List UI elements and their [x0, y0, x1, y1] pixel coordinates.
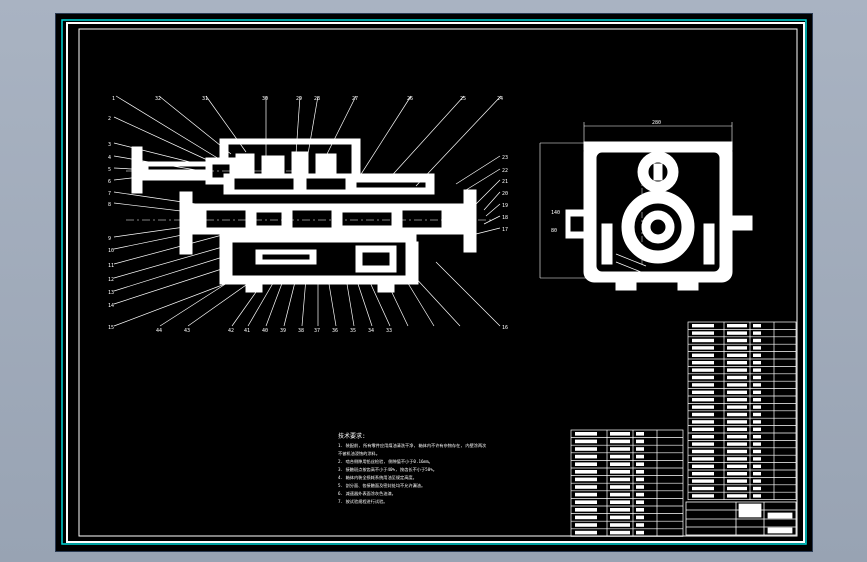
- svg-text:140: 140: [551, 210, 560, 216]
- svg-text:20: 20: [502, 191, 508, 197]
- svg-text:9: 9: [108, 236, 111, 242]
- leader-labels-right: 23 22 21 20 19 18 17 16: [502, 155, 508, 331]
- svg-text:21: 21: [502, 179, 508, 185]
- svg-text:1: 1: [112, 96, 115, 102]
- tech-req-line: 5. 剖分面、各接触面及密封处均不允许漏油。: [338, 482, 425, 489]
- leader-lines-bottom: [159, 273, 461, 327]
- cad-drawing: 1 32 31 30 29 28 27 26 25 24: [61, 19, 807, 545]
- svg-text:16: 16: [502, 325, 508, 331]
- svg-text:29: 29: [296, 96, 302, 102]
- tech-req-line: 7. 按试验规程进行试验。: [338, 498, 387, 505]
- svg-text:11: 11: [108, 263, 114, 269]
- parts-list-table: [570, 321, 797, 537]
- svg-text:35: 35: [350, 328, 356, 334]
- svg-text:41: 41: [244, 328, 250, 334]
- svg-text:13: 13: [108, 290, 114, 296]
- side-view-assembly: [539, 122, 753, 291]
- svg-text:36: 36: [332, 328, 338, 334]
- svg-text:2: 2: [108, 116, 111, 122]
- drawing-border: [78, 28, 798, 537]
- svg-text:44: 44: [156, 328, 162, 334]
- tech-req-line: 4. 箱体内装全损耗系统用油至规定高度。: [338, 474, 417, 481]
- svg-text:18: 18: [502, 215, 508, 221]
- svg-text:5: 5: [108, 167, 111, 173]
- svg-text:280: 280: [652, 120, 661, 126]
- leader-labels-left: 2 3 4 5 6 7 8 9 10 11 12 13 14 15: [108, 116, 114, 331]
- svg-text:22: 22: [502, 168, 508, 174]
- tech-req-title: 技术要求:: [338, 432, 366, 440]
- tech-req-line: 1. 装配前, 所有零件应用煤油清洗干净, 箱体内不许有杂物存在, 内壁涂两次: [338, 442, 487, 449]
- svg-text:37: 37: [314, 328, 320, 334]
- svg-text:15: 15: [108, 325, 114, 331]
- svg-text:24: 24: [497, 96, 503, 102]
- tech-req-line: 3. 接触斑点按齿高不小于40%, 按齿长不小于50%。: [338, 466, 437, 473]
- cad-viewport[interactable]: 1 32 31 30 29 28 27 26 25 24: [55, 13, 813, 552]
- tech-req-line: 不被机油浸蚀的涂料。: [338, 450, 380, 457]
- svg-text:3: 3: [108, 142, 111, 148]
- svg-text:40: 40: [262, 328, 268, 334]
- title-block: [685, 501, 797, 536]
- front-view-assembly: [126, 138, 492, 293]
- svg-text:25: 25: [460, 96, 466, 102]
- technical-requirements: 技术要求: 1. 装配前, 所有零件应用煤油清洗干净, 箱体内不许有杂物存在, …: [338, 432, 487, 505]
- svg-text:43: 43: [184, 328, 190, 334]
- svg-text:30: 30: [262, 96, 268, 102]
- outer-frame: [61, 19, 807, 545]
- leader-labels-bottom: 44 43 42 41 40 39 38 37 36 35 34 33: [156, 328, 392, 334]
- svg-text:19: 19: [502, 203, 508, 209]
- svg-text:33: 33: [386, 328, 392, 334]
- leader-lines-left: [113, 116, 247, 327]
- svg-text:12: 12: [108, 277, 114, 283]
- svg-text:7: 7: [108, 191, 111, 197]
- svg-text:38: 38: [298, 328, 304, 334]
- svg-text:23: 23: [502, 155, 508, 161]
- svg-text:28: 28: [314, 96, 320, 102]
- svg-text:34: 34: [368, 328, 374, 334]
- sheet-border: [66, 22, 805, 543]
- svg-text:4: 4: [108, 155, 111, 161]
- svg-text:26: 26: [407, 96, 413, 102]
- leader-labels-top: 1 32 31 30 29 28 27 26 25 24: [112, 96, 503, 102]
- svg-text:32: 32: [155, 96, 161, 102]
- svg-text:39: 39: [280, 328, 286, 334]
- svg-text:42: 42: [228, 328, 234, 334]
- svg-text:10: 10: [108, 248, 114, 254]
- tech-req-line: 2. 啮合侧隙用铅丝检验, 侧隙值不小于0.16mm。: [338, 458, 433, 465]
- svg-text:8: 8: [108, 202, 111, 208]
- svg-text:80: 80: [551, 228, 557, 234]
- svg-text:31: 31: [202, 96, 208, 102]
- leader-lines-right: [435, 155, 501, 327]
- svg-text:17: 17: [502, 227, 508, 233]
- tech-req-line: 6. 减速器外表面涂灰色油漆。: [338, 490, 396, 497]
- svg-text:14: 14: [108, 303, 114, 309]
- svg-text:27: 27: [352, 96, 358, 102]
- side-view-labels: 280 140 80: [551, 120, 661, 234]
- svg-text:6: 6: [108, 179, 111, 185]
- leader-lines-top: [115, 95, 502, 187]
